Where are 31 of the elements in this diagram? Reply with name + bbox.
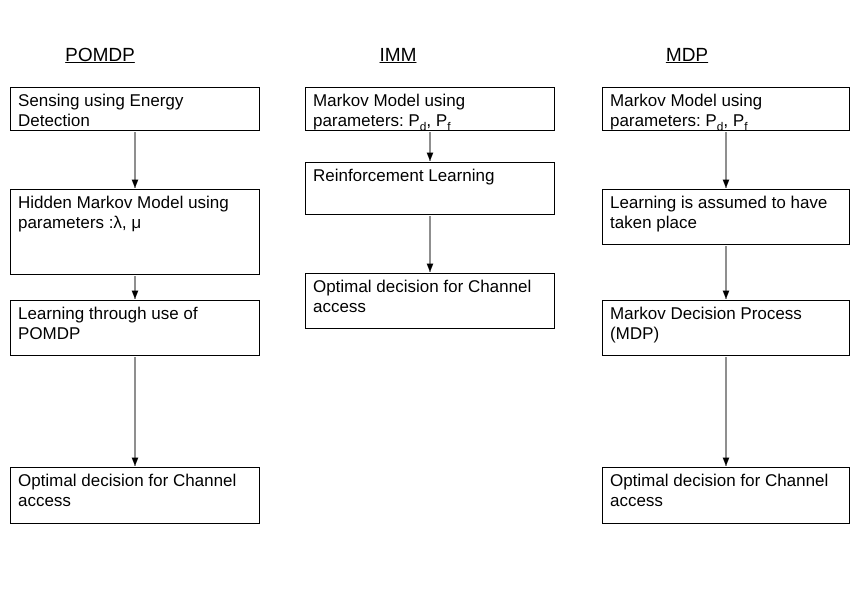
arrow [132,357,138,466]
column-heading: POMDP [65,45,135,67]
process-box [10,87,260,131]
arrow [722,132,730,188]
process-box [602,467,850,524]
box-text: Markov Decision Process (MDP) [610,304,803,345]
box-text: Optimal decision for Channel access [313,277,532,318]
arrow [722,246,730,299]
process-box [10,189,260,275]
process-box [602,189,850,245]
box-text: Optimal decision for Channel access [18,471,238,512]
process-box [602,300,850,356]
box-text: Optimal decision for Channel access [610,471,830,512]
column-heading: IMM [380,45,416,67]
process-box [602,87,850,131]
box-text: Reinforcement Learning [313,166,496,186]
arrow [132,276,138,299]
process-box [10,467,260,524]
arrow [426,216,434,272]
process-box [305,87,555,131]
box-text: Learning through use of POMDP [18,304,199,345]
process-box [305,162,555,215]
arrow [426,132,434,161]
box-text: Hidden Markov Model using parameters :λ, μ [18,193,230,234]
arrow [722,357,730,466]
box-text: Learning is assumed to have taken place [610,193,828,234]
column-heading: MDP [666,45,708,67]
process-box [305,273,555,329]
box-text: Sensing using Energy Detection [18,91,184,132]
process-box [10,300,260,356]
arrow [132,132,138,188]
